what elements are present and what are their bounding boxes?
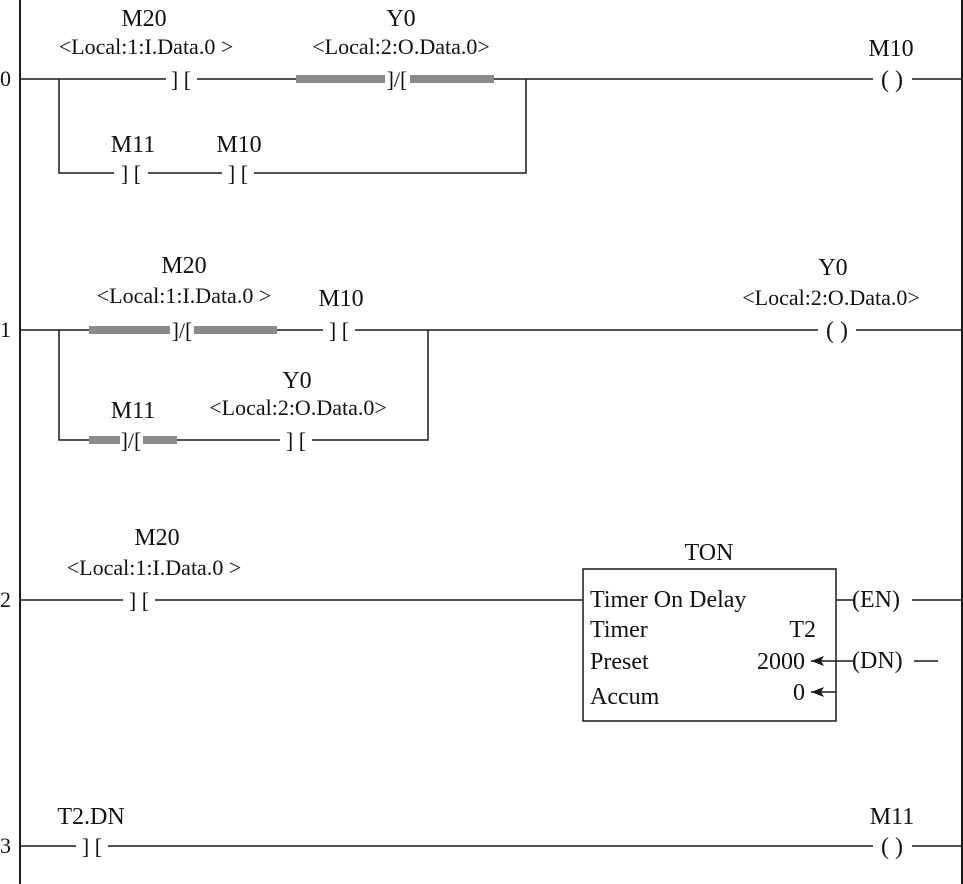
contact-address: <Local:2:O.Data.0> (312, 34, 490, 59)
preset-label: Preset (590, 649, 649, 675)
accum-label: Accum (590, 684, 660, 710)
timer-title: Timer On Delay (590, 587, 746, 613)
coil-address: <Local:2:O.Data.0> (742, 285, 920, 310)
preset-value: 2000 (757, 649, 805, 675)
coil-tag: M11 (870, 804, 914, 830)
contact-symbol: ]/[ (121, 428, 142, 453)
accum-arrow-head (811, 687, 824, 697)
contact-tag: M11 (111, 398, 155, 424)
rung-0[interactable]: 0 M20 <Local:1:I.Data.0 > ] [ Y0 <Local:… (0, 6, 962, 186)
contact-tag: T2.DN (57, 804, 124, 830)
coil-tag: M10 (868, 36, 913, 62)
contact-symbol: ] [ (286, 428, 306, 453)
rung-3[interactable]: 3 T2.DN ] [ M11 ( ) (0, 804, 962, 860)
contact-symbol: ] [ (121, 161, 141, 186)
timer-instruction: TON (685, 540, 734, 566)
contact-t2-dn[interactable]: T2.DN ] [ (57, 804, 124, 859)
coil-symbol: ( ) (826, 318, 848, 344)
contact-symbol: ] [ (228, 161, 248, 186)
contact-tag: Y0 (282, 368, 311, 394)
dn-output: (DN) (852, 648, 903, 674)
contact-symbol: ]/[ (172, 318, 193, 343)
contact-symbol: ]/[ (387, 67, 408, 92)
rung-number: 0 (0, 66, 11, 91)
contact-m10[interactable]: M10 ] [ (216, 132, 261, 186)
contact-tag: M20 (134, 525, 179, 551)
contact-y0-nc[interactable]: Y0 <Local:2:O.Data.0> ]/[ (296, 6, 494, 92)
branch-wire (254, 79, 527, 174)
timer-label: Timer (590, 617, 648, 643)
coil-symbol: ( ) (881, 834, 903, 860)
contact-tag: M10 (216, 132, 261, 158)
rung-1[interactable]: 1 M20 <Local:1:I.Data.0 > ]/[ M10 ] [ M1… (0, 253, 962, 453)
contact-symbol: ] [ (171, 67, 191, 92)
contact-symbol: ] [ (82, 834, 102, 859)
contact-tag: M20 (121, 6, 166, 32)
contact-tag: Y0 (386, 6, 415, 32)
contact-m20-nc[interactable]: M20 <Local:1:I.Data.0 > ]/[ (89, 253, 277, 343)
preset-arrow-head (811, 656, 824, 666)
timer-box (582, 568, 837, 722)
accum-value: 0 (793, 680, 805, 706)
contact-y0[interactable]: Y0 <Local:2:O.Data.0> ] [ (209, 368, 387, 453)
branch-wire (58, 330, 89, 441)
contact-m11[interactable]: M11 ] [ (111, 132, 155, 186)
coil-m10[interactable]: M10 ( ) (868, 36, 913, 93)
contact-m20[interactable]: M20 <Local:1:I.Data.0 > ] [ (67, 525, 241, 613)
contact-symbol: ] [ (129, 588, 149, 613)
coil-symbol: ( ) (881, 67, 903, 93)
contact-m11-nc[interactable]: M11 ]/[ (89, 398, 177, 453)
coil-m11[interactable]: M11 ( ) (870, 804, 914, 860)
contact-address: <Local:1:I.Data.0 > (67, 555, 241, 580)
contact-tag: M11 (111, 132, 155, 158)
contact-address: <Local:1:I.Data.0 > (97, 283, 271, 308)
contact-m10[interactable]: M10 ] [ (318, 286, 363, 343)
timer-value: T2 (789, 617, 816, 643)
contact-address: <Local:1:I.Data.0 > (59, 34, 233, 59)
contact-tag: M20 (161, 253, 206, 279)
rung-number: 1 (0, 317, 11, 342)
branch-wire (312, 330, 429, 441)
branch-wire (58, 79, 114, 174)
contact-symbol: ] [ (329, 318, 349, 343)
coil-y0[interactable]: Y0 <Local:2:O.Data.0> ( ) (742, 255, 920, 344)
contact-address: <Local:2:O.Data.0> (209, 395, 387, 420)
rung-number: 2 (0, 587, 11, 612)
rung-number: 3 (0, 833, 11, 858)
coil-tag: Y0 (818, 255, 847, 281)
ton-timer-block[interactable]: TON Timer On Delay Timer T2 Preset 2000 … (582, 540, 962, 722)
contact-tag: M10 (318, 286, 363, 312)
en-output: (EN) (852, 587, 900, 613)
rung-2[interactable]: 2 M20 <Local:1:I.Data.0 > ] [ TON Timer … (0, 525, 962, 722)
contact-m20[interactable]: M20 <Local:1:I.Data.0 > ] [ (59, 6, 233, 92)
